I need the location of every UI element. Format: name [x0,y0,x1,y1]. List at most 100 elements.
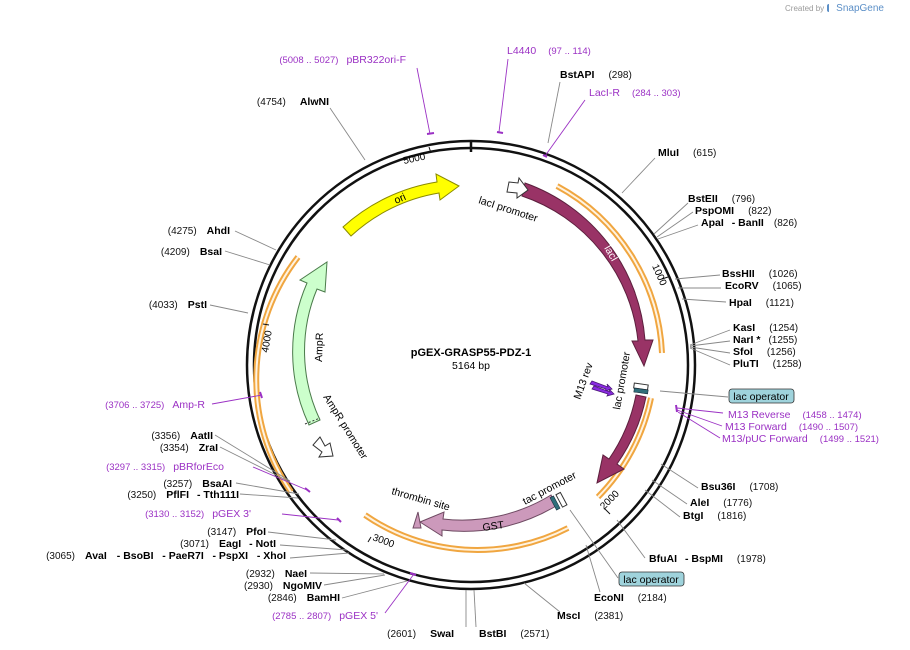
leader-pspomi [656,211,694,238]
leader-alwni [329,107,366,161]
site-pluti[interactable]: PluTI(1258) [733,358,802,370]
primer-laci-r[interactable]: LacI-R(284 .. 303) [589,87,681,99]
ampr-promoter-arrow[interactable] [312,436,334,458]
lac-operator-mark-1[interactable] [633,387,649,395]
m13-rev-arrow-2[interactable] [591,385,615,397]
site-sfoi[interactable]: SfoI(1256) [733,346,796,358]
leader-lac-operator-1 [659,390,729,398]
lacza-arrow[interactable] [596,394,647,484]
primer-labels: (5008 .. 5027)pBR322ori-F L4440(97 .. 11… [105,45,879,622]
credit-prefix: Created by [785,4,825,13]
gst-arrow[interactable] [418,494,557,537]
leader-btgi [644,489,681,518]
leader-ahdi [234,230,277,251]
site-econi[interactable]: EcoNI(2184) [594,592,667,604]
credit-brand: SnapGene [836,3,884,14]
tick-2000 [604,508,611,515]
leader-bsteii [653,202,689,235]
site-bfuai[interactable]: BfuAI- BspMI(1978) [649,553,766,565]
primer-marks [211,58,724,614]
primer-pgex3[interactable]: (3130 .. 3152)pGEX 3' [145,508,251,520]
m13-rev-arrow[interactable] [589,380,613,392]
primer-mark-pgex5 [409,572,417,576]
site-msci[interactable]: MscI(2381) [557,610,623,622]
site-naei[interactable]: (2932)NaeI [246,568,307,580]
operator-boxes: lac operator lac operator [569,388,795,587]
snapgene-credit: Created by SnapGene [785,3,884,14]
site-leader-lines [209,81,731,628]
tick-label-4000: 4000 [260,329,275,353]
site-btgi[interactable]: BtgI(1816) [683,510,746,522]
site-bsshii[interactable]: BssHII(1026) [722,268,798,280]
highlight-arc-laci-inner [556,185,663,354]
leader-hpai [681,298,727,303]
site-nari[interactable]: NarI *(1255) [733,334,797,346]
leader-l4440 [498,58,509,133]
lac-operator-label-2: lac operator [623,574,679,586]
laci-promoter-arrow[interactable] [506,176,529,199]
site-bstapi[interactable]: BstAPI(298) [560,69,632,81]
tick-label-5000: 5000 [402,151,426,166]
lac-promoter-label: lac promoter [611,350,633,410]
primer-pbrforeco[interactable]: (3297 .. 3315)pBRforEco [106,461,224,473]
site-kasi[interactable]: KasI(1254) [733,322,798,334]
site-pfoi[interactable]: (3147)PfoI [207,526,266,538]
site-ngomiv[interactable]: (2930)NgoMIV [244,580,322,592]
site-pspomi[interactable]: PspOMI(822) [695,205,771,217]
site-psti[interactable]: (4033)PstI [149,299,207,311]
ampr-arrow[interactable] [292,261,328,426]
leader-pgex5 [384,573,415,614]
site-bsai[interactable]: (4209)BsaI [161,246,222,258]
site-bsu36i[interactable]: Bsu36I(1708) [701,481,778,493]
primer-pgex5[interactable]: (2785 .. 2807)pGEX 5' [272,610,378,622]
leader-msci [523,582,561,613]
primer-m13-forward[interactable]: M13 Forward(1490 .. 1507) [725,421,858,433]
lac-operator-box-2[interactable] [618,571,685,587]
thrombin-site-mark[interactable] [412,511,422,529]
primer-m13-reverse[interactable]: M13 Reverse(1458 .. 1474) [728,409,862,421]
tick-1000 [661,276,669,280]
leader-ngomiv [323,574,386,586]
site-bamhi[interactable]: (2846)BamHI [268,592,340,604]
leader-apai [657,224,699,240]
leader-pbrforeco [252,466,308,491]
site-mlui[interactable]: MluI(615) [658,147,716,159]
tac-promoter-mark[interactable] [555,491,568,508]
site-ecorv[interactable]: EcoRV(1065) [725,280,802,292]
site-apai[interactable]: ApaI- BanII(826) [701,217,797,229]
site-swai[interactable]: (2601)SwaI [387,628,454,640]
site-aatii[interactable]: (3356)AatII [151,430,213,442]
leader-eagi [279,544,348,551]
site-bsteii[interactable]: BstEII(796) [688,193,755,205]
site-ahdi[interactable]: (4275)AhdI [168,225,230,237]
site-alei[interactable]: AleI(1776) [690,497,752,509]
site-avai[interactable]: (3065)AvaI- BsoBI - PaeR7I - PspXI - Xho… [46,550,286,562]
site-pflfi[interactable]: (3250)PflFI- Tth111I [127,489,239,501]
ori-arrow[interactable] [342,173,460,237]
leader-kasi [689,329,731,346]
primer-amp-r[interactable]: (3706 .. 3725)Amp-R [105,399,205,411]
site-labels-left: (4754)AlwNI (2601)SwaI (2846)BamHI (2930… [46,96,454,640]
site-bsaai[interactable]: (3257)BsaAI [163,478,232,490]
site-zrai[interactable]: (3354)ZraI [160,442,218,454]
laci-arrow[interactable] [521,182,654,368]
thrombin-site-label: thrombin site [390,485,451,513]
leader-aatii [214,434,291,482]
site-bstbi[interactable]: BstBI(2571) [479,628,549,640]
features [292,173,654,537]
leader-alei [651,479,688,505]
leader-bsai [224,250,271,266]
primer-pbr322ori-f[interactable]: (5008 .. 5027)pBR322ori-F [279,54,406,66]
highlight-arc-lacz-inner [597,397,652,498]
site-alwni[interactable]: (4754)AlwNI [257,96,329,108]
primer-m13puc-forward[interactable]: M13/pUC Forward(1499 .. 1521) [722,433,879,445]
primer-l4440[interactable]: L4440(97 .. 114) [507,45,591,57]
lac-operator-box-1[interactable] [728,388,795,404]
leader-amp-r [211,394,263,405]
primer-mark-pbrforeco [304,487,311,493]
site-eagi[interactable]: (3071)EagI- NotI [180,538,276,550]
lac-operator-mark-2[interactable] [549,495,561,511]
leader-bfuai [616,519,646,559]
site-hpai[interactable]: HpaI(1121) [729,297,794,309]
